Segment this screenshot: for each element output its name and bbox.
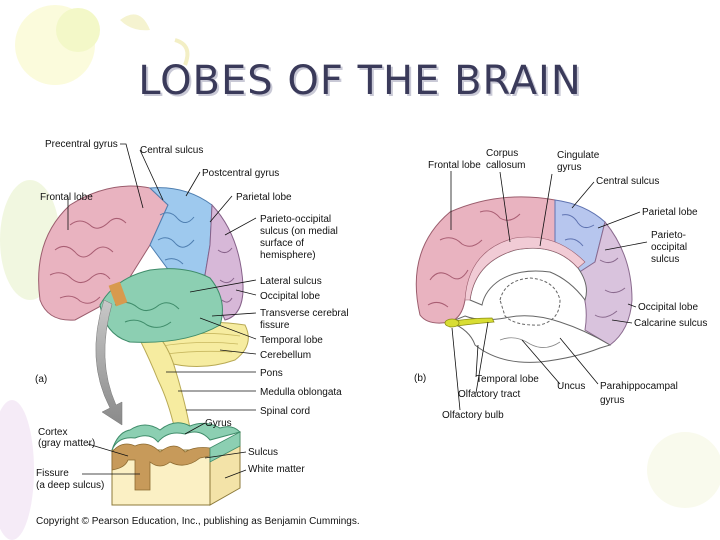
zoom-arrow: [95, 299, 123, 426]
label-b-cingulate-line2: gyrus: [557, 162, 581, 173]
label-b-central-sulcus: Central sulcus: [596, 176, 659, 187]
slide-title: LOBES OF THE BRAIN: [138, 58, 582, 104]
label-transverse-fissure-line2: fissure: [260, 320, 290, 331]
insula-marker: [108, 281, 128, 307]
label-cortex-line2: (gray matter): [38, 438, 95, 449]
lateral-brain-view: [38, 185, 249, 431]
label-b-parieto-line2: occipital: [651, 242, 687, 253]
label-parieto-occipital-line4: hemisphere): [260, 250, 316, 261]
label-parieto-occipital-line1: Parieto-occipital: [260, 214, 331, 225]
olfactory-tract: [447, 317, 495, 328]
labels-inset: Cortex (gray matter) Gyrus Sulcus Fissur…: [36, 418, 305, 491]
label-temporal-lobe: Temporal lobe: [260, 335, 323, 346]
inset-gray-matter: [111, 443, 211, 491]
label-b-temporal-lobe: Temporal lobe: [476, 374, 539, 385]
label-transverse-fissure-line1: Transverse cerebral: [260, 308, 349, 319]
parietal-lobe-region: [148, 187, 213, 276]
label-occipital-lobe: Occipital lobe: [260, 291, 320, 302]
copyright-text: Copyright © Pearson Education, Inc., pub…: [36, 516, 360, 527]
label-parietal-lobe: Parietal lobe: [236, 192, 292, 203]
label-b-parahippocampal-line1: Parahippocampal: [600, 381, 678, 392]
ventricle-outline: [499, 277, 561, 326]
label-white-matter: White matter: [248, 464, 305, 475]
label-b-occipital-lobe: Occipital lobe: [638, 302, 698, 313]
label-frontal-lobe: Frontal lobe: [40, 192, 93, 203]
label-b-uncus: Uncus: [557, 381, 585, 392]
decor-circle: [0, 400, 34, 540]
label-b-olfactory-tract: Olfactory tract: [458, 389, 520, 400]
cortex-inset: [111, 422, 241, 506]
label-b-corpus-line2: callosum: [486, 160, 525, 171]
label-cortex-line1: Cortex: [38, 427, 67, 438]
label-central-sulcus: Central sulcus: [140, 145, 203, 156]
label-parieto-occipital-line3: surface of: [260, 238, 304, 249]
label-b-olfactory-bulb: Olfactory bulb: [442, 410, 504, 421]
label-parieto-occipital-line2: sulcus (on medial: [260, 226, 338, 237]
label-b-cingulate-line1: Cingulate: [557, 150, 600, 161]
inset-gyri-top: [111, 422, 241, 451]
labels-b: Frontal lobe Corpus callosum Cingulate g…: [414, 148, 707, 421]
label-spinal-cord: Spinal cord: [260, 406, 310, 417]
label-b-parahippocampal-line2: gyrus: [600, 395, 624, 406]
label-b-corpus-line1: Corpus: [486, 148, 518, 159]
label-gyrus: Gyrus: [205, 418, 232, 429]
label-b-parietal-lobe: Parietal lobe: [642, 207, 698, 218]
label-postcentral-gyrus: Postcentral gyrus: [202, 168, 279, 179]
label-pons: Pons: [260, 368, 283, 379]
decor-circle: [647, 432, 720, 508]
cingulate-gyrus: [464, 236, 586, 301]
decor-swirl: [174, 38, 190, 66]
label-sulcus: Sulcus: [248, 447, 278, 458]
label-precentral-gyrus: Precentral gyrus: [45, 139, 118, 150]
frontal-lobe-region: [38, 185, 169, 321]
label-b-calcarine-sulcus: Calcarine sulcus: [634, 318, 707, 329]
label-lateral-sulcus: Lateral sulcus: [260, 276, 322, 287]
decor-circle: [56, 8, 100, 52]
label-fissure-line1: Fissure: [36, 468, 69, 479]
label-fissure-line2: (a deep sulcus): [36, 480, 104, 491]
panel-label-a: (a): [35, 374, 47, 385]
label-cerebellum: Cerebellum: [260, 350, 311, 361]
leader-lines-b: [450, 171, 648, 411]
olfactory-bulb: [444, 318, 460, 328]
label-medulla-oblongata: Medulla oblongata: [260, 387, 342, 398]
temporal-lobe-region: [99, 268, 223, 343]
panel-label-b: (b): [414, 373, 426, 384]
medial-brain-view: [415, 196, 633, 363]
decor-swirl: [120, 14, 150, 31]
label-b-frontal-lobe: Frontal lobe: [428, 160, 481, 171]
label-b-parieto-line1: Parieto-: [651, 230, 686, 241]
labels-a: Precentral gyrus Central sulcus Postcent…: [35, 139, 349, 417]
leader-lines-a: [67, 143, 257, 411]
label-b-parieto-line3: sulcus: [651, 254, 679, 265]
leader-lines-inset: [82, 422, 247, 479]
